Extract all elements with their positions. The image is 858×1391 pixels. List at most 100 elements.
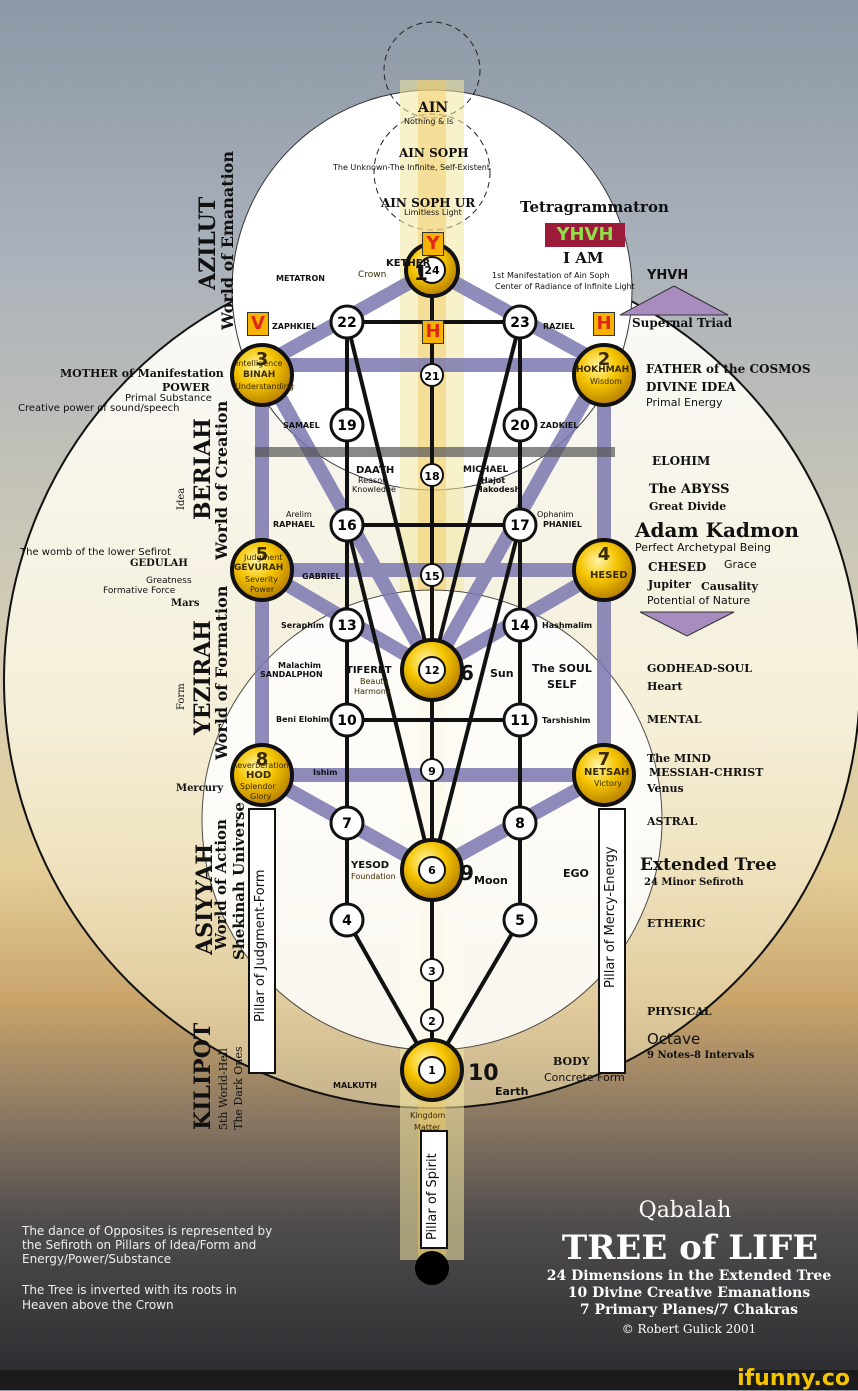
minor-sefira-16: 16 <box>329 507 365 543</box>
angel-gabriel: GABRIEL <box>302 572 341 581</box>
angel-arelim: Arelim <box>286 510 312 519</box>
abyss-label: The ABYSS <box>649 482 730 497</box>
abyss-band <box>255 447 615 457</box>
sephira-number: 3 <box>256 349 269 370</box>
angel-beni-elohim: Beni Elohim <box>276 715 330 724</box>
father-label: FATHER of the COSMOS <box>646 362 811 376</box>
sephira-orb <box>230 538 294 602</box>
divine-idea-label: DIVINE IDEA <box>646 380 736 394</box>
daath-sub-1: Reason <box>358 476 388 485</box>
astral-label: ASTRAL <box>647 815 698 828</box>
watermark-bar: ifunny.co <box>0 1366 858 1391</box>
minor-node-circle <box>420 463 444 487</box>
jupiter-label: Jupiter <box>648 578 691 591</box>
creative-power-label: Creative power of sound/speech <box>18 403 180 414</box>
adam-kadmon-label: Adam Kadmon <box>635 518 799 542</box>
minor-sefira-8: 8 <box>502 805 538 841</box>
angel-samael: SAMAEL <box>283 421 320 430</box>
pillar-judgment-label: Pillar of Judgment-Form <box>253 869 268 1022</box>
yesod-label: YESOD <box>351 860 390 871</box>
minor-sefiroth-label: 24 Minor Sefiroth <box>644 877 744 888</box>
angel-hakodesh: Hakodesh <box>476 485 521 494</box>
minor-node-number: 15 <box>424 570 439 583</box>
minor-sefira-13: 13 <box>329 607 365 643</box>
godhead-soul-label: GODHEAD-SOUL <box>647 662 752 675</box>
angel-ophanim: Ophanim <box>537 510 574 519</box>
gevurah-pre: Judgment <box>244 553 283 562</box>
minor-node-number: 3 <box>428 965 436 978</box>
minor-node-circle <box>329 805 365 841</box>
planet-sun: Sun <box>490 667 514 680</box>
minor-node-circle <box>329 507 365 543</box>
minor-node-number: 22 <box>337 315 356 331</box>
gevurah-post: Power <box>250 585 275 594</box>
letter-y-badge: Y <box>422 232 444 256</box>
minor-node-number: 9 <box>428 765 436 778</box>
sephira-orb <box>572 743 636 807</box>
minor-node-number: 5 <box>515 913 525 929</box>
minor-sefira-21: 21 <box>420 363 444 387</box>
minor-node-circle <box>420 1008 444 1032</box>
causality-label: Causality <box>701 580 759 593</box>
angel-malachim: Malachim <box>278 661 322 670</box>
sephira-netsah: 7 <box>572 743 636 807</box>
octave-label: Octave <box>647 1030 701 1048</box>
minor-node-number: 10 <box>337 713 357 729</box>
sephira-number: 1 <box>414 261 428 285</box>
minor-sefira-15: 15 <box>420 563 444 587</box>
world-beriah-tag: Idea <box>176 487 187 510</box>
mind-label: The MIND <box>647 752 711 765</box>
minor-node-number: 4 <box>342 913 352 929</box>
manifestation-line-2: Center of Radiance of Infinite Light <box>495 282 635 291</box>
minor-node-circle <box>502 407 538 443</box>
tiferet-post: Harmony <box>354 687 391 696</box>
world-asiyyah-sub2: Shekinah Universe <box>230 802 248 960</box>
angel-zadkiel: ZADKIEL <box>540 421 579 430</box>
minor-node-circle <box>329 304 365 340</box>
minor-node-number: 19 <box>337 418 356 434</box>
chesed-label: CHESED <box>648 560 707 574</box>
sephira-number: 8 <box>256 749 269 770</box>
minor-node-circle <box>420 958 444 982</box>
grace-label: Grace <box>724 558 757 571</box>
minor-node-number: 11 <box>510 713 529 729</box>
minor-node-number: 18 <box>424 470 439 483</box>
potential-label: Potential of Nature <box>647 594 751 607</box>
minor-node-circle <box>329 702 365 738</box>
dance-line-2: the Sefiroth on Pillars of Idea/Form and <box>22 1238 257 1252</box>
hokhmah-label: HOKHMAH <box>576 365 630 375</box>
minor-sefira-17: 17 <box>502 507 538 543</box>
binah-label: BINAH <box>243 370 276 380</box>
planet-earth: Earth <box>495 1085 529 1098</box>
minor-sefira-22: 22 <box>329 304 365 340</box>
sephira-orb <box>230 343 294 407</box>
malkuth-post: Matter <box>414 1123 441 1132</box>
minor-sefira-7: 7 <box>329 805 365 841</box>
hokhmah-sub: Wisdom <box>590 377 622 386</box>
minor-node-circle <box>502 607 538 643</box>
world-kilipot-sub: 5th World-Hell <box>217 1048 230 1130</box>
letter-h2-badge: H <box>593 312 615 336</box>
minor-node-number: 20 <box>510 418 530 434</box>
gevurah-label: GEVURAH <box>234 563 284 573</box>
minor-sefira-19: 19 <box>329 407 365 443</box>
kether-label: KETHER <box>386 258 431 269</box>
binah-sub: Understanding <box>235 382 294 391</box>
minor-node-circle <box>420 758 444 782</box>
greatness-label: Greatness <box>146 576 192 586</box>
elohim-label: ELOHIM <box>652 454 711 468</box>
minor-sefira-10: 10 <box>329 702 365 738</box>
tree-of-life-title: TREE of LIFE <box>561 1228 819 1268</box>
netsah-sub: Victory <box>594 779 622 788</box>
minor-sefira-20: 20 <box>502 407 538 443</box>
gedulah-label: GEDULAH <box>130 558 188 569</box>
minor-node-circle <box>502 304 538 340</box>
inverted-line-1: The Tree is inverted with its roots in <box>22 1283 237 1297</box>
world-beriah-sub: World of Creation <box>212 400 231 560</box>
angel-tarshishim: Tarshishim <box>542 716 591 725</box>
minor-sefira-5: 5 <box>502 902 538 938</box>
pillar-spirit-label: Pillar of Spirit <box>425 1153 440 1240</box>
